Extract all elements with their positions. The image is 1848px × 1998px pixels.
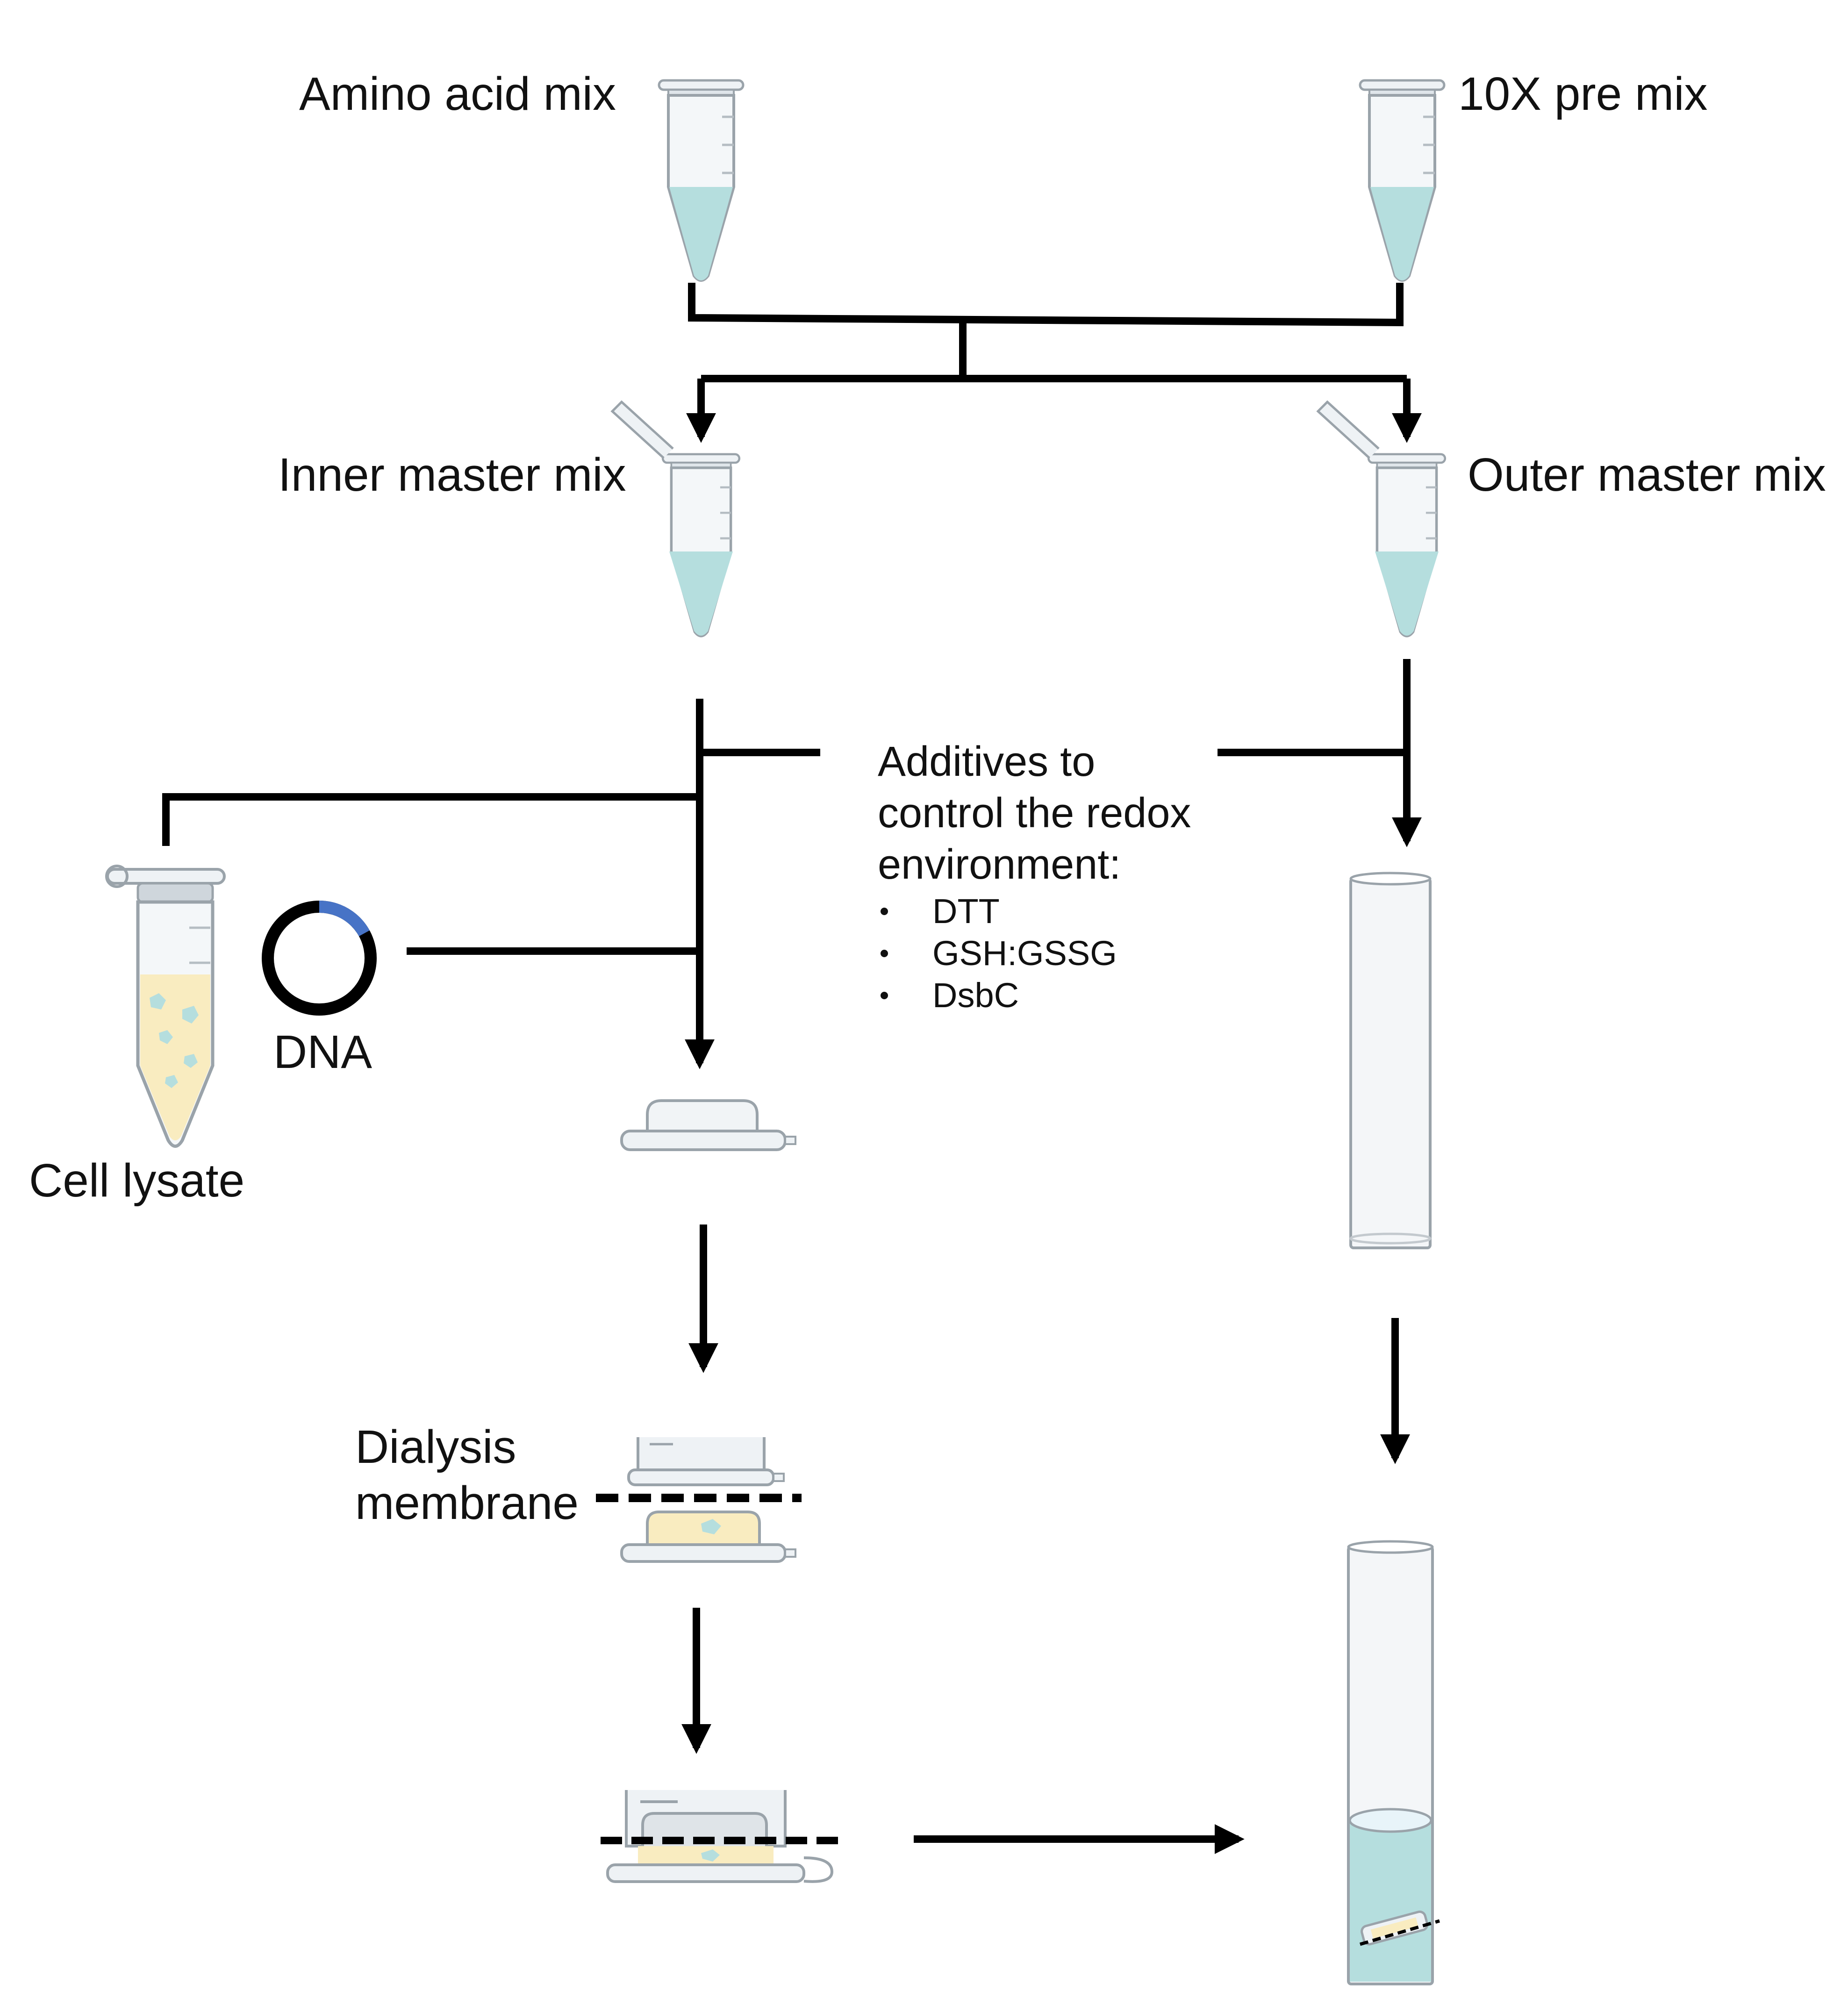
pre-mix-label: 10X pre mix — [1458, 68, 1708, 120]
outer-branch-connector — [1218, 659, 1422, 847]
merge-connector — [686, 283, 1422, 443]
additives-title-line-2: control the redox — [878, 790, 1191, 837]
additive-item-dsbc: DsbC — [932, 976, 1019, 1015]
additive-item-gsh-gssg: GSH:GSSG — [932, 934, 1117, 973]
amino-acid-mix-tube-icon — [659, 80, 743, 280]
reaction-cassette-icon — [620, 1099, 796, 1151]
additives-title-line-3: environment: — [878, 841, 1121, 888]
additives-title-line-1: Additives to — [878, 738, 1095, 785]
cell-lysate-label: Cell lysate — [29, 1154, 244, 1207]
filled-column-with-device-icon — [1347, 1540, 1440, 1985]
dna-label: DNA — [273, 1026, 372, 1078]
dialysis-assembly-icon — [596, 1437, 802, 1563]
bullet-icon — [881, 992, 888, 999]
dialysis-label-line-1: Dialysis — [355, 1421, 516, 1473]
dna-plasmid-icon — [262, 901, 377, 1016]
additive-item-dtt: DTT — [932, 892, 1000, 931]
bullet-icon — [881, 908, 888, 915]
cell-lysate-tube-icon — [105, 865, 226, 1148]
outer-master-mix-tube-icon — [1316, 400, 1445, 636]
inner-master-mix-label: Inner master mix — [278, 449, 626, 501]
bullet-icon — [881, 950, 888, 957]
inner-master-mix-tube-icon — [610, 400, 739, 636]
pre-mix-tube-icon — [1360, 80, 1444, 280]
additives-text-block: Additives to control the redox environme… — [878, 738, 1191, 1015]
assembled-dialysis-device-icon — [601, 1790, 839, 1883]
outer-master-mix-label: Outer master mix — [1468, 449, 1826, 501]
amino-acid-mix-label: Amino acid mix — [299, 68, 616, 120]
inner-branch-connector — [162, 699, 820, 1069]
dialysis-label-line-2: membrane — [355, 1477, 579, 1529]
empty-column-icon — [1349, 872, 1432, 1249]
